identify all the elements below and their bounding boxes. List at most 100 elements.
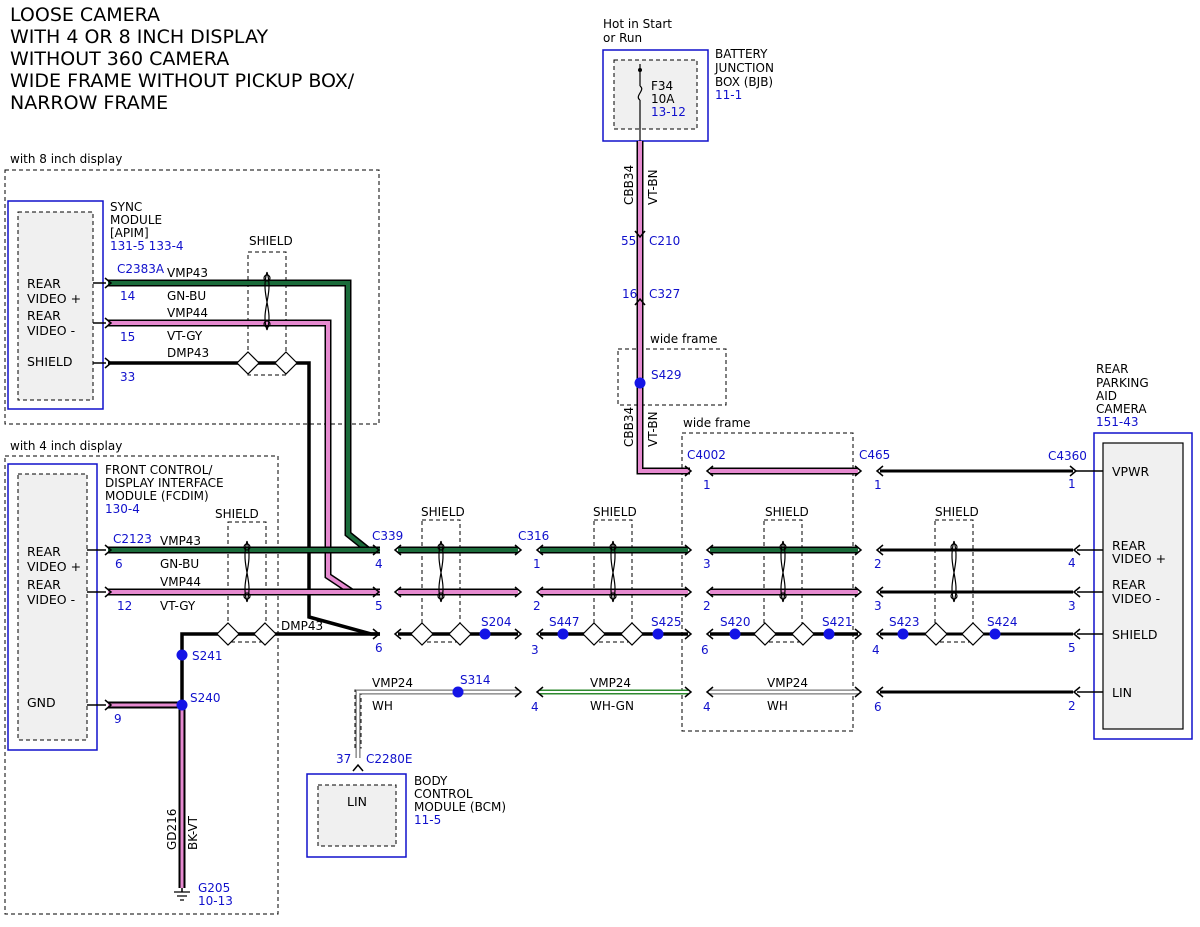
apim-pin-15: 15: [120, 330, 135, 344]
fcdim-connector: C2123: [113, 532, 152, 546]
c210-pin: 55: [621, 234, 636, 248]
bjb-hot-2: or Run: [603, 31, 642, 45]
apim-pin-video-minus: VIDEO -: [27, 323, 75, 338]
apim-vmp43-label: VMP43: [167, 266, 208, 280]
c465-pin-6: 6: [874, 700, 882, 714]
bcm-name-3: MODULE (BCM): [414, 800, 506, 814]
fuse-icon: [637, 85, 643, 101]
s429-splice: [634, 377, 646, 389]
apim-pin-shield: SHIELD: [27, 354, 73, 369]
s240-label: S240: [190, 691, 221, 705]
vtbn-label-lower: VT-BN: [646, 411, 660, 447]
s241-label: S241: [192, 649, 223, 663]
fcdim-pin-6: 6: [115, 557, 123, 571]
shield-label-2: SHIELD: [593, 505, 637, 519]
title-line-2: WITH 4 OR 8 INCH DISPLAY: [10, 26, 269, 48]
fcdim-pin-video-minus: VIDEO -: [27, 592, 75, 607]
fcdim-vmp43-label: VMP43: [160, 534, 201, 548]
apim-dmp43-label: DMP43: [167, 346, 209, 360]
bcm-inner: [317, 784, 397, 847]
bjb-name-1: BATTERY: [715, 47, 768, 61]
dmp43-fcdim-wire: [180, 632, 380, 720]
camera-pin-2: 2: [1068, 699, 1076, 713]
c465-pin-4: 4: [872, 643, 880, 657]
title-line-1: LOOSE CAMERA: [10, 4, 161, 26]
cbb34-wire: [636, 141, 690, 475]
bcm-connector: C2280E: [366, 752, 413, 766]
wide-frame-region-c4002: [681, 432, 854, 732]
lin-vmp24-label-1: VMP24: [372, 676, 413, 690]
c339-pin-4: 4: [375, 557, 383, 571]
camera-pin-rear-2: REAR: [1112, 577, 1146, 592]
ground-ref: 10-13: [198, 894, 233, 908]
fcdim-pin-gnd: GND: [27, 695, 56, 710]
bcm-pin-37: 37: [336, 752, 351, 766]
lin-wire: [355, 689, 858, 758]
bcm-name-2: CONTROL: [414, 787, 473, 801]
title-line-4: WIDE FRAME WITHOUT PICKUP BOX/: [10, 70, 355, 92]
c316-pin-1: 1: [533, 557, 541, 571]
apim-connector: C2383A: [117, 262, 165, 276]
s429-label: S429: [651, 368, 682, 382]
connector-chevrons: [104, 277, 1081, 711]
fcdim-pin-rear-1: REAR: [27, 544, 61, 559]
bjb-ref: 11-1: [715, 88, 742, 102]
c4002-pin-3: 3: [703, 557, 711, 571]
c465-pin-1: 1: [874, 478, 882, 492]
bcm-name-1: BODY: [414, 774, 448, 788]
apim-gnbu-label: GN-BU: [167, 289, 206, 303]
splice-dots: [176, 628, 1001, 711]
apim-name-2: MODULE: [110, 213, 162, 227]
c4002-pin-6: 6: [701, 643, 709, 657]
gnd-wire: [108, 701, 186, 888]
apim-pin-rear-2: REAR: [27, 308, 61, 323]
c339-pin-5: 5: [375, 599, 383, 613]
bjb-name-3: BOX (BJB): [715, 75, 773, 89]
gd216-label: GD216: [165, 809, 179, 850]
s423-label: S423: [889, 615, 920, 629]
s204-label: S204: [481, 615, 512, 629]
c327-pin: 16: [622, 287, 637, 301]
camera-pin-video-plus: VIDEO +: [1112, 551, 1166, 566]
apim-name-3: [APIM]: [110, 226, 149, 240]
apim-vmp44-label: VMP44: [167, 306, 208, 320]
c327-label: C327: [649, 287, 680, 301]
apim-inner: [17, 211, 94, 401]
c339-pin-6: 6: [375, 641, 383, 655]
fcdim-pin-9: 9: [114, 712, 122, 726]
four-inch-region: [4, 455, 279, 915]
bjb-inner: [613, 59, 698, 130]
title-line-3: WITHOUT 360 CAMERA: [10, 48, 230, 70]
fcdim-name-3: MODULE (FCDIM): [105, 489, 209, 503]
apim-ref: 131-5 133-4: [110, 239, 184, 253]
fcdim-pin-rear-2: REAR: [27, 577, 61, 592]
c4002-label: C4002: [687, 448, 726, 462]
wide-frame-region-s429: [617, 348, 727, 406]
s420-label: S420: [720, 615, 751, 629]
shield-label-4: SHIELD: [935, 505, 979, 519]
camera-pin-3: 3: [1068, 599, 1076, 613]
title-line-5: NARROW FRAME: [10, 92, 169, 114]
apim-pin-rear-1: REAR: [27, 276, 61, 291]
bjb-name-2: JUNCTION: [714, 61, 774, 75]
camera-pin-rear-1: REAR: [1112, 538, 1146, 553]
shield-box-1: [421, 519, 461, 643]
fcdim-vtgy-label: VT-GY: [160, 599, 196, 613]
diagram-title: LOOSE CAMERA WITH 4 OR 8 INCH DISPLAY WI…: [10, 4, 354, 114]
s314-label: S314: [460, 673, 491, 687]
camera-name-4: CAMERA: [1096, 402, 1147, 416]
camera-pin-1: 1: [1068, 477, 1076, 491]
ground-name: G205: [198, 881, 230, 895]
c465-label: C465: [859, 448, 890, 462]
fcdim-gnbu-label: GN-BU: [160, 557, 199, 571]
camera-pin-lin: LIN: [1112, 685, 1132, 700]
lin-whgn-label: WH-GN: [590, 699, 634, 713]
twisted-pair-icons: [243, 271, 958, 603]
lin-vmp24-label-2: VMP24: [590, 676, 631, 690]
shield-box-2: [593, 519, 633, 643]
s447-label: S447: [549, 615, 580, 629]
camera-pin-stubs: [87, 282, 1103, 706]
c339-label: C339: [372, 529, 403, 543]
fcdim-pin-12: 12: [117, 599, 132, 613]
c465-pin-3: 3: [874, 599, 882, 613]
